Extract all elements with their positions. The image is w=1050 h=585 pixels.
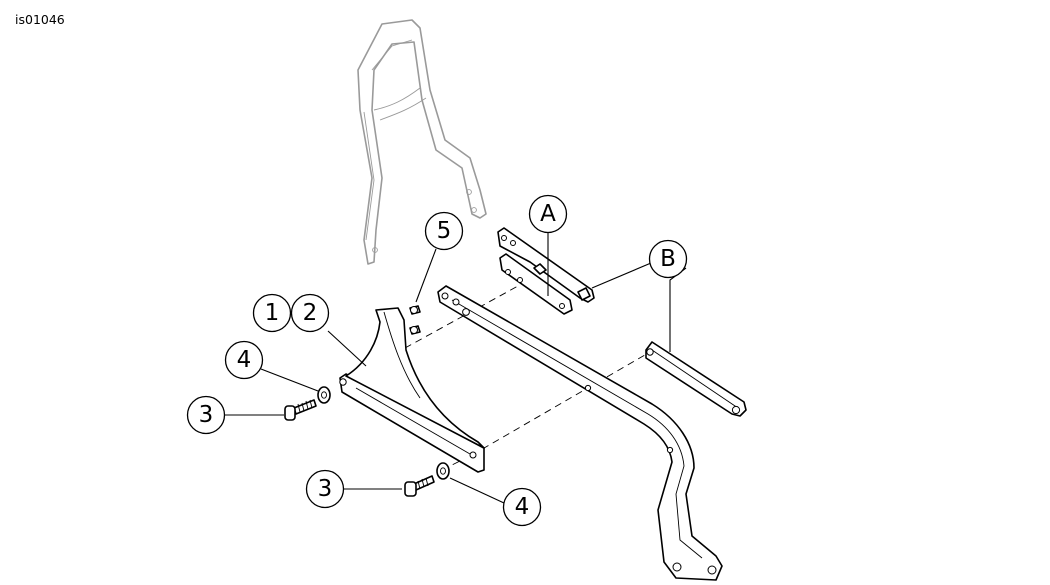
callout-2-label: 2 [303, 300, 318, 326]
main-long-bracket [437, 285, 723, 581]
strut-rod-part-b [645, 341, 747, 417]
callout-3-lower: 3 [305, 469, 345, 509]
callout-4-upper-label: 4 [237, 347, 252, 373]
leader-lines [225, 233, 687, 504]
callout-b-label: B [660, 246, 676, 272]
callout-5-label: 5 [437, 218, 452, 244]
washer-part-4-lower [436, 462, 450, 480]
callout-2: 2 [290, 293, 330, 333]
bolt-part-3-upper [284, 399, 317, 421]
callout-3-upper-label: 3 [199, 402, 214, 428]
screw-part-5 [409, 305, 421, 335]
bracket-part-a [497, 227, 595, 315]
callout-5: 5 [424, 211, 464, 251]
callout-4-lower-label: 4 [515, 494, 530, 520]
callout-1-label: 1 [265, 300, 280, 326]
callout-3-lower-label: 3 [318, 476, 333, 502]
callout-4-upper: 4 [224, 340, 264, 380]
figure-id-label: is01046 [15, 12, 65, 27]
callout-1: 1 [252, 293, 292, 333]
callout-a-label: A [540, 201, 556, 227]
sissy-bar-upright-ghost [357, 19, 487, 265]
bolt-part-3-lower [404, 475, 435, 497]
washer-part-4-upper [317, 386, 331, 404]
callout-b: B [648, 239, 688, 279]
callout-3-upper: 3 [186, 395, 226, 435]
callout-a: A [528, 194, 568, 234]
callout-4-lower: 4 [502, 487, 542, 527]
side-plate-part-1-2 [339, 307, 485, 473]
